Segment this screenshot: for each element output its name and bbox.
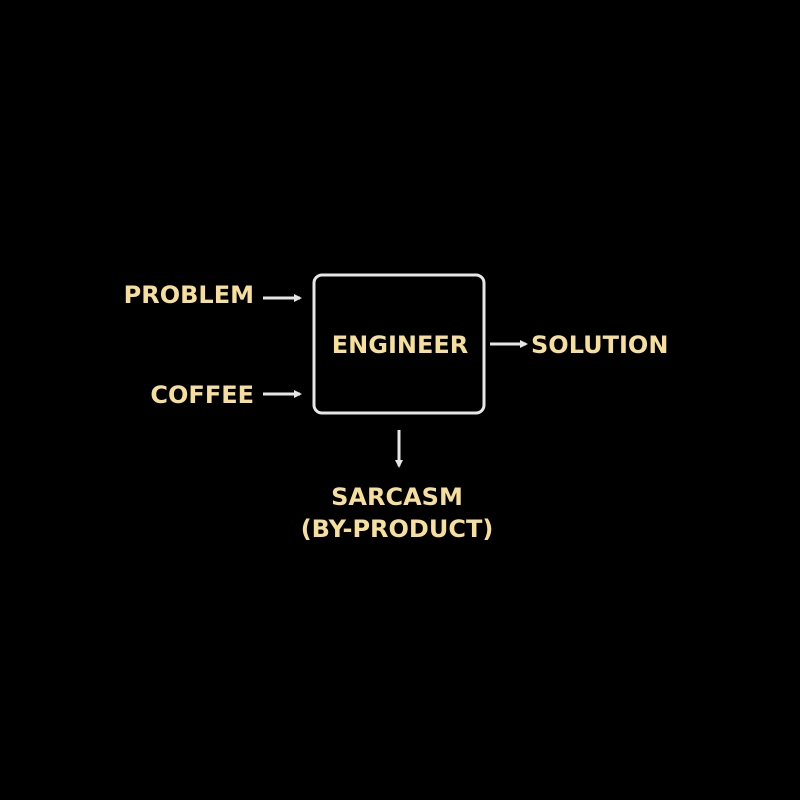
coffee-label: COFFEE	[150, 381, 254, 409]
engineer-box	[312, 273, 486, 415]
problem-label: PROBLEM	[124, 281, 254, 309]
solution-label: SOLUTION	[531, 331, 668, 359]
sarcasm-label: SARCASM	[331, 483, 463, 511]
engineer-label: ENGINEER	[332, 331, 468, 359]
byproduct-label: (BY-PRODUCT)	[301, 515, 494, 543]
